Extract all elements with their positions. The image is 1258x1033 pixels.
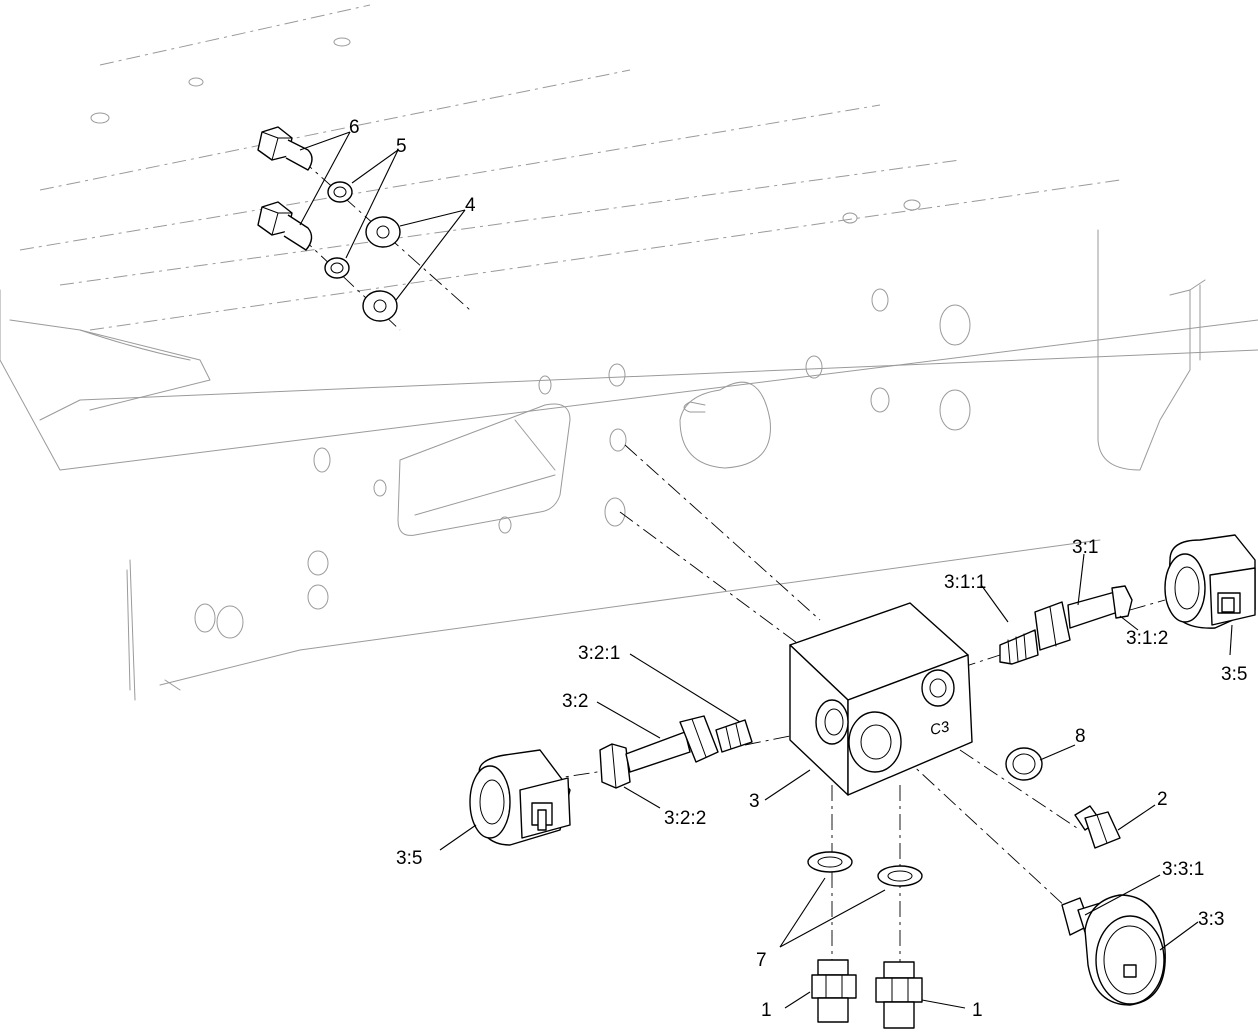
lock-washer-lower <box>324 257 350 279</box>
leader-lines <box>299 131 1233 1009</box>
callout-3-2-2: 3:2:2 <box>664 808 706 829</box>
assembly-centerlines <box>299 157 1166 975</box>
solenoid-coil-left <box>469 749 571 846</box>
callout-3-2: 3:2 <box>562 691 588 712</box>
plug-fitting <box>1074 805 1121 849</box>
callout-3: 3 <box>749 791 760 812</box>
callout-3-3-1: 3:3:1 <box>1162 859 1204 880</box>
callout-3-3: 3:3 <box>1198 909 1224 930</box>
hex-bolt-lower <box>257 201 313 251</box>
callout-4: 4 <box>465 195 476 216</box>
callout-2: 2 <box>1157 789 1168 810</box>
callout-3-5-right: 3:5 <box>1221 664 1247 685</box>
callout-3-5-left: 3:5 <box>396 848 422 869</box>
solenoid-coil-right <box>1164 534 1256 629</box>
relief-valve <box>1061 894 1166 1006</box>
callout-labels: 6 5 4 3:1 3:1:1 3:1:2 3:5 3:2:1 3:2 3:2:… <box>349 117 1247 1021</box>
callout-8: 8 <box>1075 726 1086 747</box>
manifold-block: C3 <box>789 602 973 796</box>
sealing-washer-right <box>877 865 923 887</box>
frame-rail <box>0 4 1258 701</box>
callout-3-1-2: 3:1:2 <box>1126 628 1168 649</box>
sealing-washer-left <box>807 851 853 873</box>
block-marking-c3: C3 <box>929 718 952 739</box>
callout-3-1-1: 3:1:1 <box>944 572 986 593</box>
callout-7: 7 <box>756 950 767 971</box>
straight-fitting-right <box>875 961 923 1029</box>
hex-bolt-upper <box>257 126 313 171</box>
callout-3-1: 3:1 <box>1072 537 1098 558</box>
cartridge-valve-left <box>599 715 753 789</box>
callout-5: 5 <box>396 136 407 157</box>
o-ring-seal <box>1005 747 1043 781</box>
cartridge-valve-right <box>999 585 1133 665</box>
flat-washer-upper <box>365 216 401 248</box>
callout-1-left: 1 <box>761 1000 772 1021</box>
callout-1-right: 1 <box>972 1000 983 1021</box>
callout-6: 6 <box>349 117 360 138</box>
lock-washer-upper <box>327 181 353 203</box>
straight-fitting-left <box>811 959 857 1023</box>
flat-washer-lower <box>362 290 398 322</box>
callout-3-2-1: 3:2:1 <box>578 643 620 664</box>
